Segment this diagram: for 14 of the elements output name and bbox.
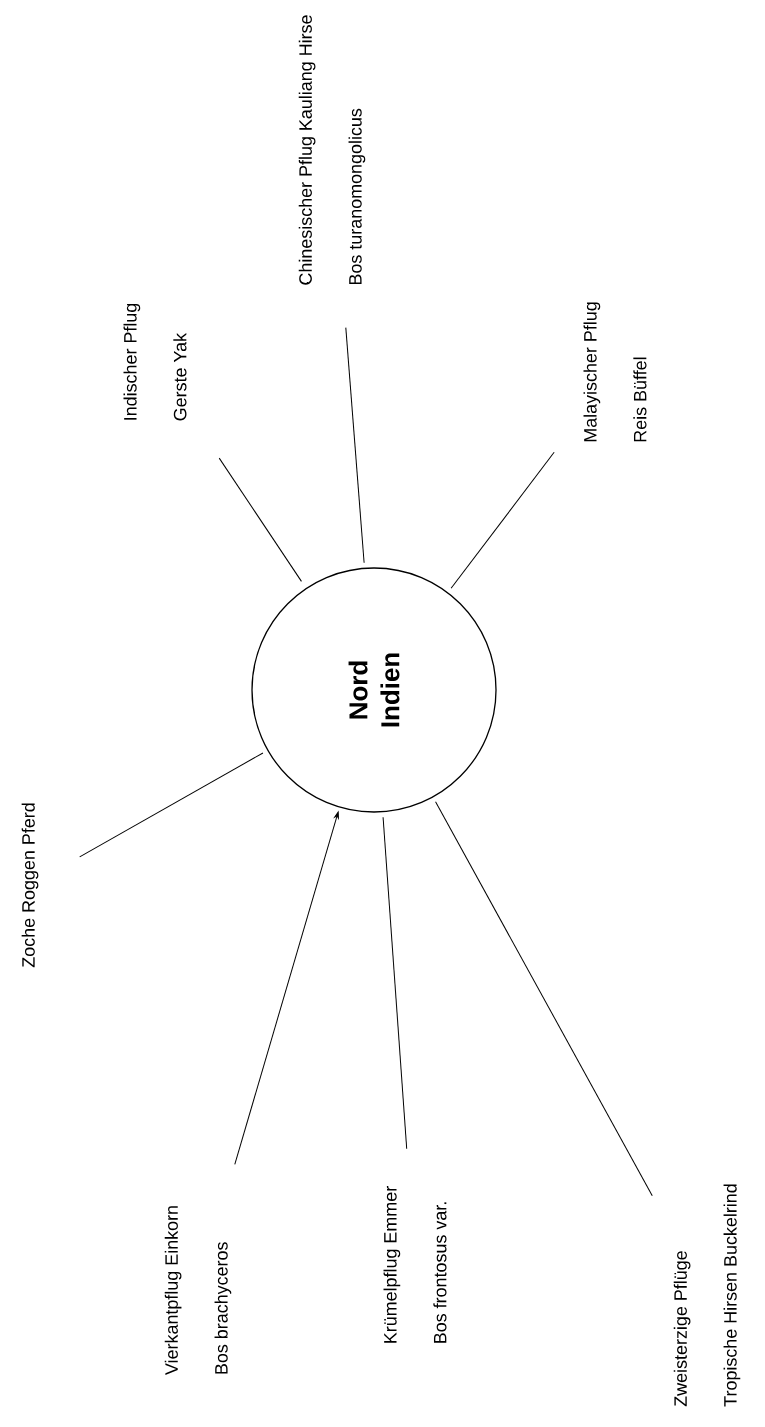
connector-line: [345, 327, 365, 564]
connector-line: [234, 811, 339, 1165]
text-label: Krümelpflug Emmer Bos frontosus var.: [383, 1186, 447, 1343]
text-label: Chinesischer Pflug Kauliang Hirse Bos turanomongolicus: [298, 15, 366, 285]
connector-line: [382, 816, 408, 1150]
connector-line: [79, 752, 264, 858]
text-label: Malayischer Pflug Reis Büffel: [583, 302, 647, 442]
text-label: Zweisterzige Pflüge Tropische Hirsen Buckelrind: [673, 1184, 741, 1407]
text-label: Zoche Roggen Pferd: [21, 803, 39, 968]
connector-line: [450, 451, 555, 589]
text-label: Vierkantpflug Einkorn Bos brachyceros: [164, 1206, 232, 1375]
text-label: Indischer Pflug Gerste Yak: [123, 303, 187, 421]
connector-line: [435, 801, 653, 1197]
connector-line: [218, 457, 302, 582]
